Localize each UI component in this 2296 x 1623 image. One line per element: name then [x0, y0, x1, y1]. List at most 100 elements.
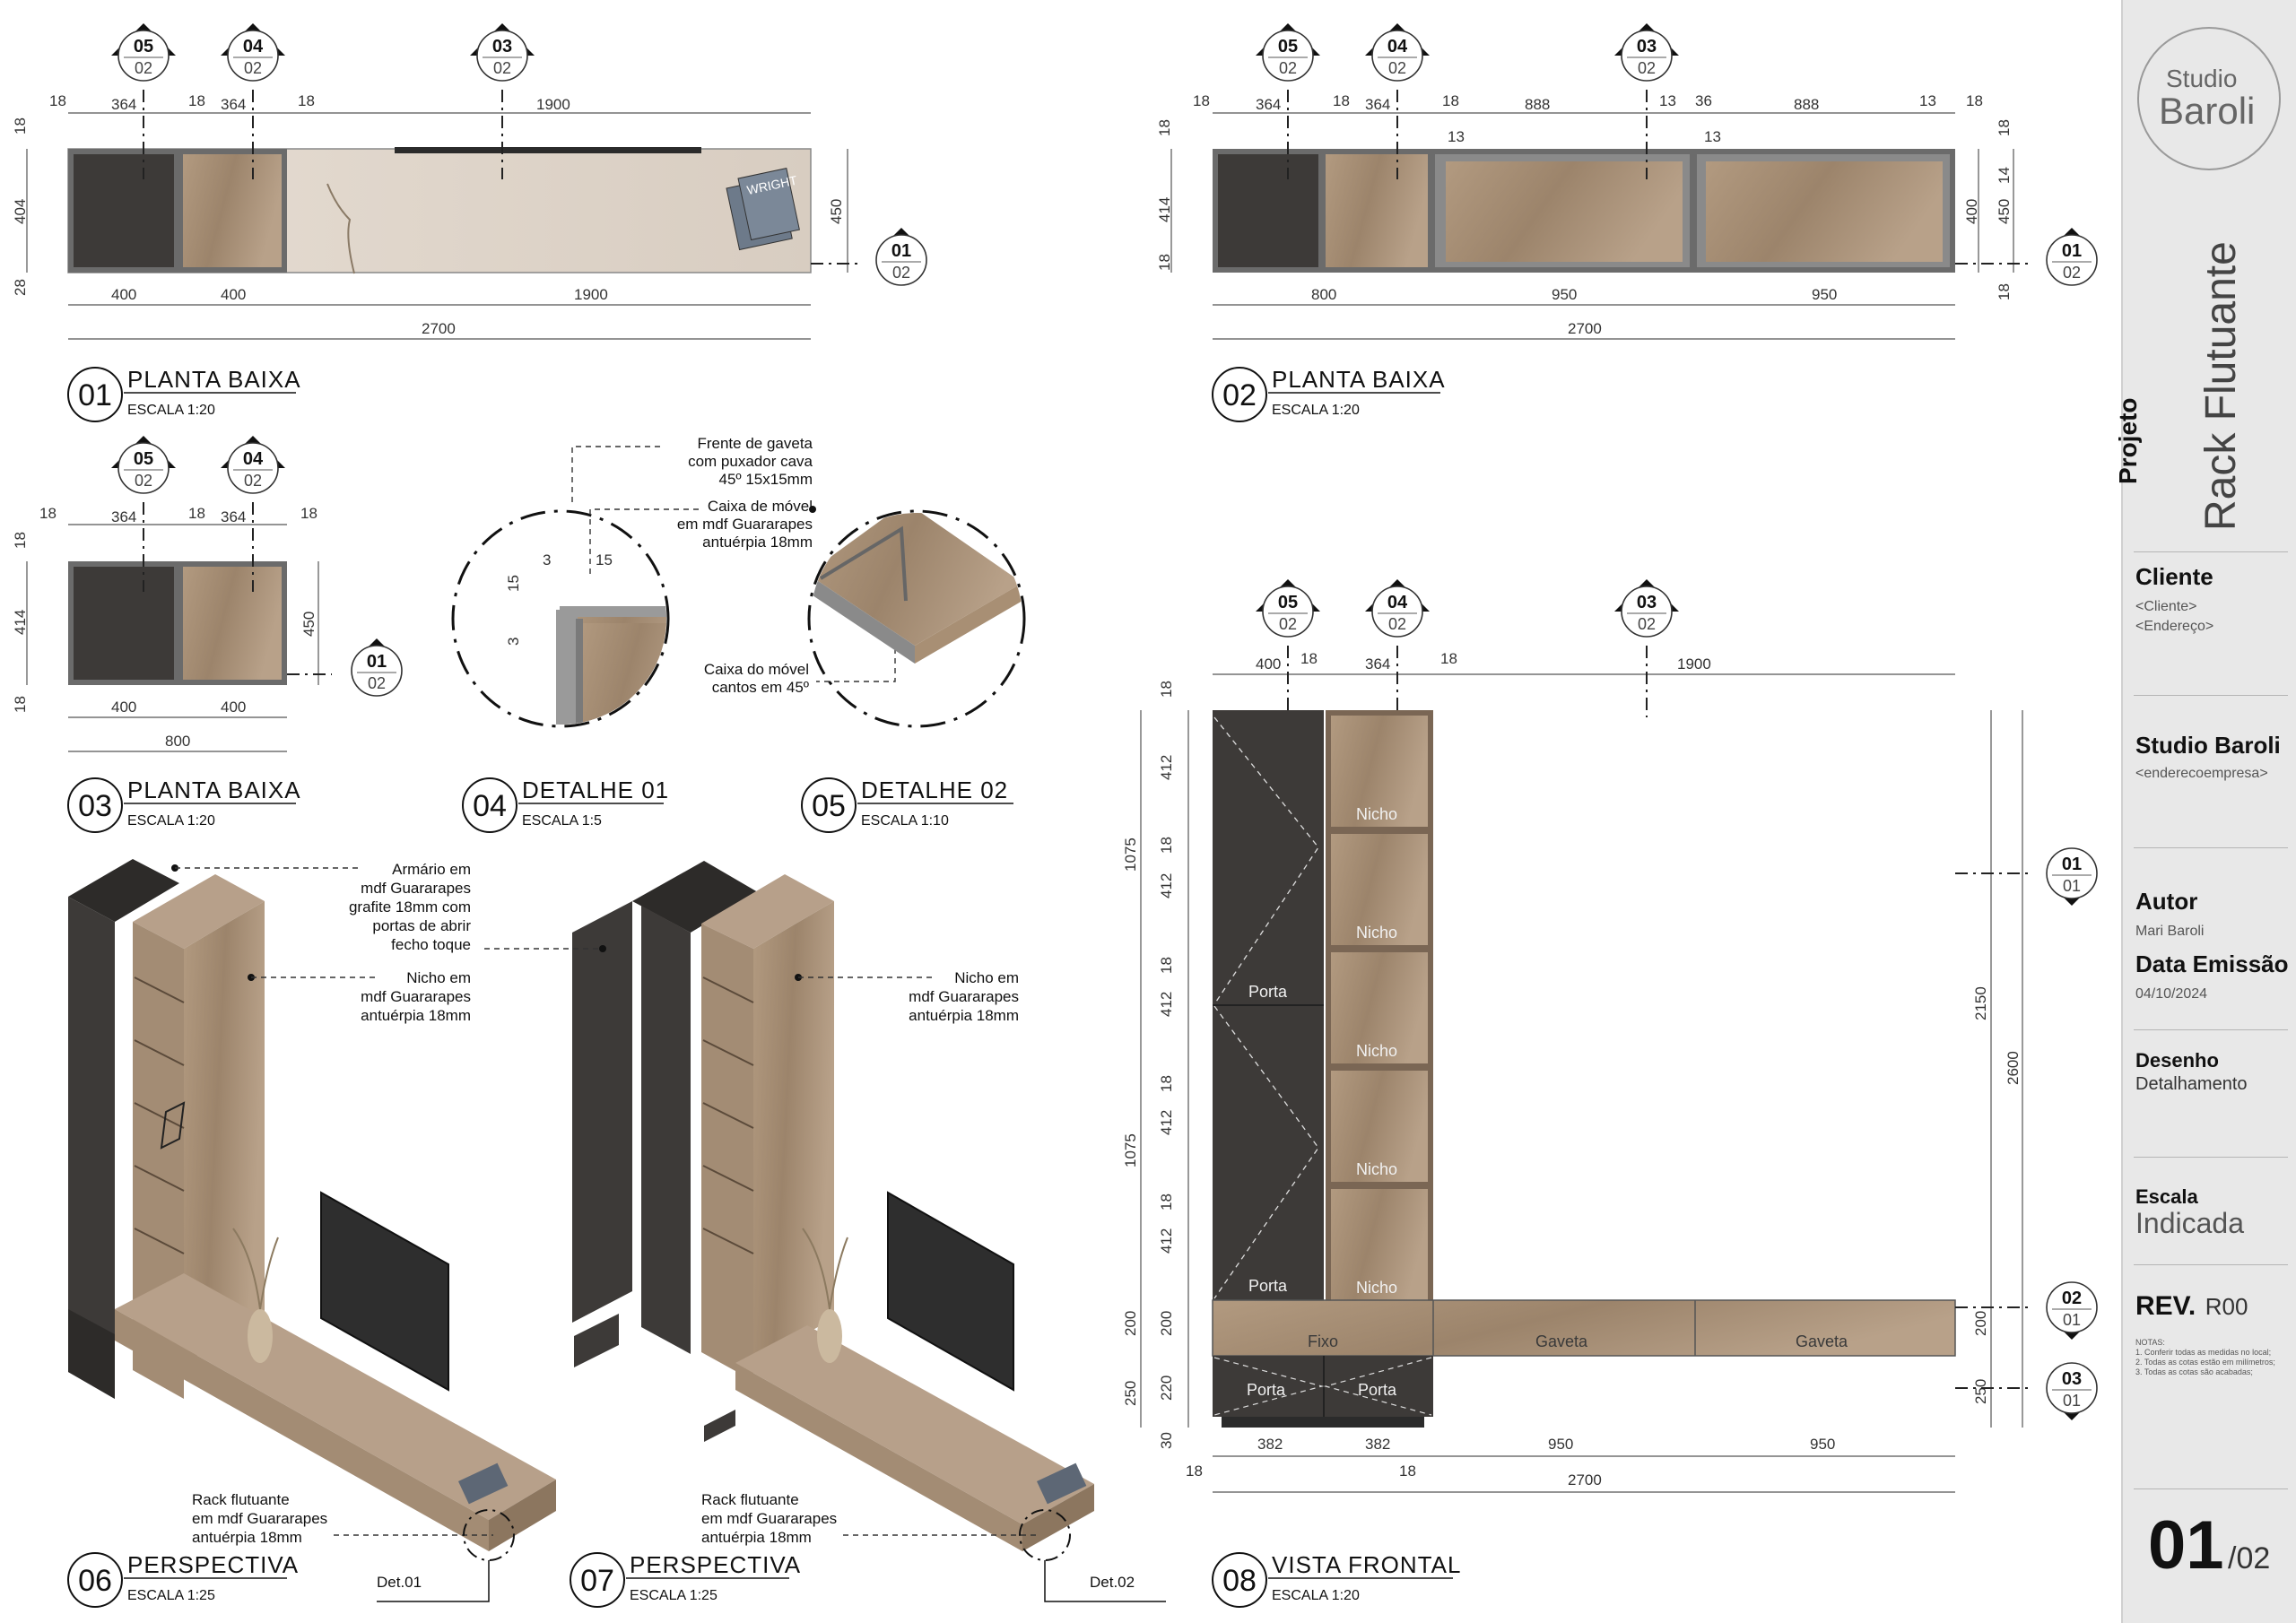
- svg-text:ESCALA 1:25: ESCALA 1:25: [630, 1588, 718, 1603]
- svg-text:02: 02: [368, 674, 386, 692]
- svg-text:18: 18: [49, 92, 66, 109]
- svg-text:03: 03: [1637, 593, 1657, 612]
- svg-text:888: 888: [1525, 96, 1550, 113]
- view-05-detail: 05 DETALHE 02 ESCALA 1:10: [801, 509, 1026, 833]
- side-mark-03: 03 01: [2046, 1362, 2098, 1421]
- svg-text:364: 364: [1256, 96, 1281, 113]
- svg-text:portas de abrir: portas de abrir: [372, 917, 471, 934]
- svg-text:18: 18: [1158, 957, 1175, 974]
- svg-text:Frente de gaveta: Frente de gaveta: [697, 435, 813, 452]
- svg-text:45º 15x15mm: 45º 15x15mm: [719, 471, 813, 488]
- svg-text:364: 364: [221, 508, 246, 525]
- svg-text:PERSPECTIVA: PERSPECTIVA: [127, 1551, 299, 1578]
- svg-text:02: 02: [244, 59, 262, 77]
- svg-text:em mdf Guararapes: em mdf Guararapes: [677, 516, 813, 533]
- svg-text:888: 888: [1794, 96, 1819, 113]
- svg-text:mdf Guararapes: mdf Guararapes: [361, 880, 471, 897]
- svg-text:382: 382: [1365, 1436, 1390, 1453]
- svg-text:18: 18: [1186, 1462, 1203, 1480]
- svg-text:1075: 1075: [1122, 1133, 1139, 1167]
- svg-text:02: 02: [1388, 59, 1406, 77]
- svg-text:01: 01: [2062, 855, 2082, 874]
- svg-text:250: 250: [1972, 1379, 1989, 1404]
- svg-text:04: 04: [243, 37, 264, 56]
- svg-text:364: 364: [111, 508, 136, 525]
- svg-text:Porta: Porta: [1358, 1381, 1397, 1399]
- view-08-front: 05 02 04 02 03 02 400 18 364 18 1900 Por…: [1122, 578, 2098, 1608]
- svg-text:364: 364: [1365, 655, 1390, 673]
- svg-text:02: 02: [135, 472, 152, 490]
- svg-text:450: 450: [828, 199, 845, 224]
- svg-text:15: 15: [505, 575, 522, 592]
- svg-text:15: 15: [596, 551, 613, 568]
- svg-text:400: 400: [1963, 199, 1980, 224]
- svg-text:Nicho: Nicho: [1356, 1279, 1397, 1297]
- sheet-number-block: 01 /02: [2148, 1506, 2270, 1584]
- svg-text:Nicho: Nicho: [1356, 1042, 1397, 1060]
- svg-text:400: 400: [111, 286, 136, 303]
- svg-text:18: 18: [1156, 254, 1173, 271]
- svg-text:mdf Guararapes: mdf Guararapes: [361, 988, 471, 1005]
- svg-text:05: 05: [1278, 593, 1298, 612]
- svg-text:2150: 2150: [1972, 986, 1989, 1020]
- section-mark-03: 03 02: [1613, 22, 1680, 82]
- svg-text:VISTA FRONTAL: VISTA FRONTAL: [1272, 1551, 1461, 1578]
- svg-text:200: 200: [1158, 1311, 1175, 1336]
- svg-text:364: 364: [1365, 96, 1390, 113]
- svg-text:18: 18: [1156, 119, 1173, 136]
- project-name: Rack Flutuante: [2197, 241, 2245, 531]
- svg-text:950: 950: [1810, 1436, 1835, 1453]
- svg-text:412: 412: [1158, 873, 1175, 898]
- svg-text:ESCALA 1:10: ESCALA 1:10: [861, 813, 949, 829]
- svg-text:DETALHE 02: DETALHE 02: [861, 777, 1008, 803]
- cliente-label: Cliente: [2135, 563, 2213, 590]
- svg-text:06: 06: [78, 1564, 112, 1598]
- svg-text:mdf Guararapes: mdf Guararapes: [909, 988, 1019, 1005]
- svg-text:18: 18: [39, 505, 57, 522]
- svg-text:412: 412: [1158, 1228, 1175, 1254]
- desenho-value: Detalhamento: [2135, 1074, 2248, 1094]
- sheet-total: /02: [2228, 1541, 2271, 1575]
- svg-text:antuérpia 18mm: antuérpia 18mm: [909, 1007, 1019, 1024]
- svg-text:950: 950: [1812, 286, 1837, 303]
- side-mark-01: 01 02: [344, 638, 410, 704]
- svg-text:18: 18: [1996, 119, 2013, 136]
- svg-text:400: 400: [221, 286, 246, 303]
- svg-text:com puxador cava: com puxador cava: [688, 453, 813, 470]
- svg-text:18: 18: [300, 505, 317, 522]
- svg-text:14: 14: [1996, 167, 2013, 184]
- logo-text-top: Studio: [2166, 65, 2238, 92]
- view-07-perspective: Nicho em mdf Guararapes antuérpia 18mm R…: [484, 861, 1166, 1608]
- svg-text:02: 02: [135, 59, 152, 77]
- desenho-label: Desenho: [2135, 1049, 2219, 1072]
- autor-label: Autor: [2135, 888, 2198, 915]
- svg-text:ESCALA 1:20: ESCALA 1:20: [1272, 1588, 1360, 1603]
- autor-value: Mari Baroli: [2135, 924, 2205, 939]
- svg-text:3: 3: [543, 551, 551, 568]
- note-3: 3. Todas as cotas são acabadas;: [2135, 1367, 2253, 1376]
- svg-text:Det.01: Det.01: [377, 1574, 422, 1591]
- svg-text:2700: 2700: [422, 320, 456, 337]
- studio-logo: Studio Baroli: [2137, 27, 2281, 170]
- svg-text:05: 05: [812, 789, 846, 823]
- svg-text:400: 400: [1256, 655, 1281, 673]
- section-mark-03: 03 02: [1613, 578, 1680, 638]
- svg-text:01: 01: [367, 652, 387, 672]
- svg-text:13: 13: [1448, 128, 1465, 145]
- svg-text:02: 02: [1222, 378, 1257, 412]
- svg-text:Porta: Porta: [1248, 1277, 1288, 1295]
- svg-text:414: 414: [1156, 197, 1173, 222]
- svg-text:antuérpia 18mm: antuérpia 18mm: [192, 1529, 302, 1546]
- escala-label: Escala: [2135, 1185, 2198, 1208]
- svg-text:05: 05: [1278, 37, 1298, 56]
- svg-text:grafite 18mm com: grafite 18mm com: [349, 898, 471, 916]
- svg-text:220: 220: [1158, 1376, 1175, 1401]
- svg-text:412: 412: [1158, 755, 1175, 780]
- svg-text:01: 01: [2063, 877, 2081, 895]
- logo-text-bottom: Baroli: [2159, 90, 2256, 132]
- svg-text:2700: 2700: [1568, 320, 1602, 337]
- svg-text:250: 250: [1122, 1381, 1139, 1406]
- side-mark-01: 01 01: [2046, 847, 2098, 907]
- svg-text:364: 364: [111, 96, 136, 113]
